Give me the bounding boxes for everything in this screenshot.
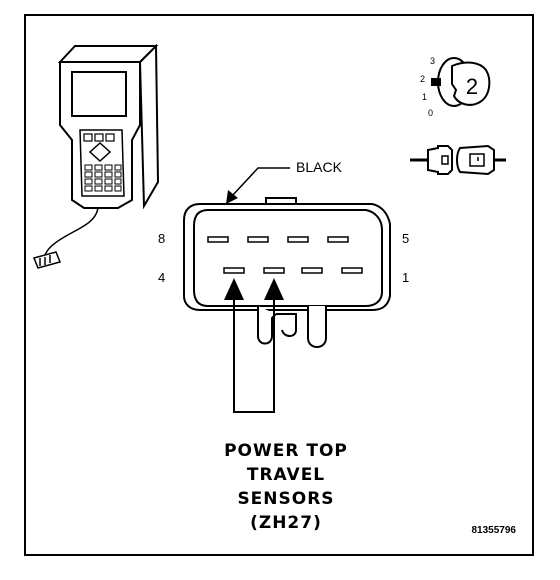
scan-tool-icon bbox=[57, 43, 160, 210]
scan-tool-cable bbox=[43, 207, 99, 259]
figure-frame bbox=[24, 14, 534, 556]
sensor-connector bbox=[183, 197, 391, 348]
key-position-1: 1 bbox=[422, 92, 427, 102]
callout-leader-line bbox=[231, 167, 290, 197]
caption-line-4: (ZH27) bbox=[250, 513, 322, 533]
key-number-label: 2 bbox=[466, 74, 478, 99]
caption-line-2: TRAVEL bbox=[247, 465, 325, 485]
pin-label-8: 8 bbox=[158, 231, 165, 246]
probe-arrows bbox=[224, 278, 284, 413]
cable-plug-icon bbox=[32, 251, 62, 269]
pin-label-4: 4 bbox=[158, 270, 165, 285]
caption-line-3: SENSORS bbox=[237, 489, 334, 509]
key-position-3: 3 bbox=[430, 56, 435, 66]
pin-label-1: 1 bbox=[402, 270, 409, 285]
caption-line-1: POWER TOP bbox=[224, 441, 348, 461]
connector-color-label: BLACK bbox=[296, 159, 343, 175]
figure-id: 81355796 bbox=[472, 525, 517, 536]
key-position-2: 2 bbox=[420, 74, 425, 84]
pin-label-5: 5 bbox=[402, 231, 409, 246]
connector-disconnect-icon bbox=[410, 144, 506, 176]
terminal-cavities bbox=[207, 236, 363, 274]
ignition-key-icon bbox=[431, 57, 491, 107]
key-position-0: 0 bbox=[428, 108, 433, 118]
callout-arrowhead bbox=[226, 190, 238, 204]
